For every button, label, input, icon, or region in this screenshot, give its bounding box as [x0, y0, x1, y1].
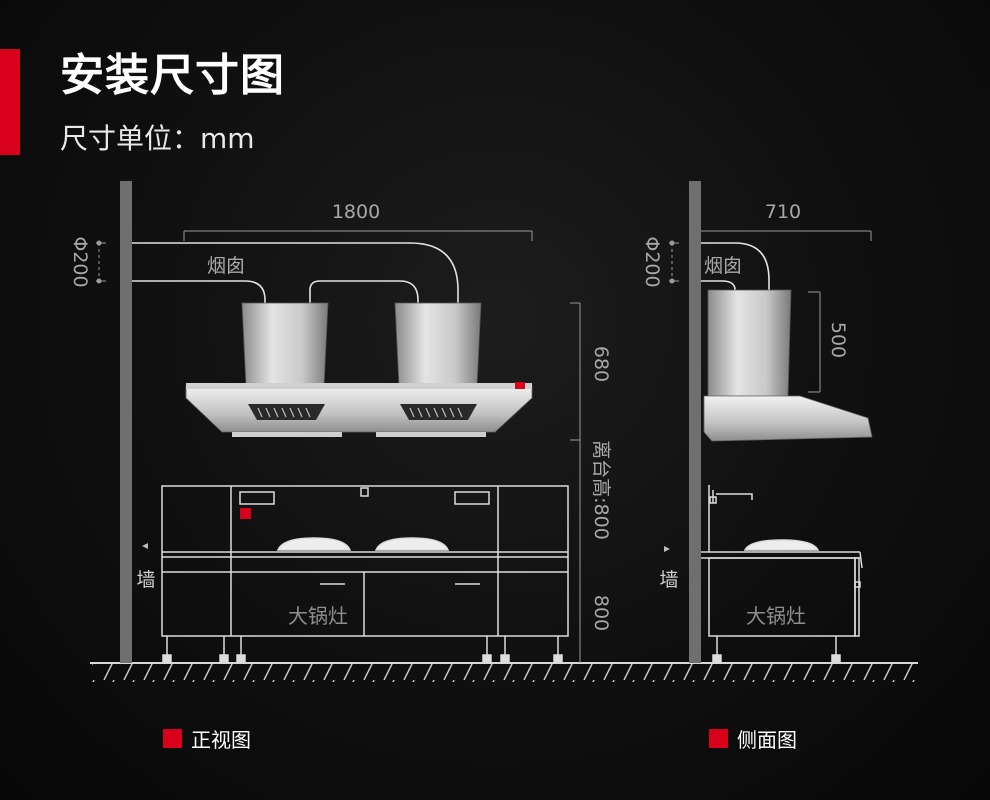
side-view-legend: 侧面图: [709, 724, 797, 753]
side-duct-label: 烟囱: [704, 255, 742, 277]
side-stove: [701, 485, 863, 663]
side-view: 710 Φ200 烟囱 500: [641, 181, 873, 663]
front-width-label: 1800: [332, 201, 380, 223]
accent-bar: [0, 49, 20, 155]
unit-subtitle: 尺寸单位：mm: [60, 122, 255, 155]
side-hood-height: 500: [827, 322, 849, 358]
front-wall: [120, 181, 132, 663]
front-duct-label: 烟囱: [207, 255, 245, 277]
front-view-caption: 正视图: [191, 728, 251, 752]
front-stove-height: 800: [590, 595, 612, 631]
side-wall-label: 墙: [659, 569, 678, 591]
side-stove-label: 大锅灶: [746, 604, 806, 628]
front-stove-label: 大锅灶: [288, 604, 348, 628]
front-clearance: 离台高:800: [590, 440, 612, 540]
floor: [90, 662, 918, 682]
front-stove: [161, 485, 569, 663]
side-chimney-duct: [701, 242, 770, 291]
front-hood-height: 680: [590, 346, 612, 382]
page-title: 安装尺寸图: [60, 50, 285, 101]
legend-swatch: [709, 729, 728, 748]
side-view-caption: 侧面图: [737, 728, 797, 752]
front-view: 1800 Φ200 烟囱: [69, 181, 612, 663]
front-chimney-duct: [132, 242, 459, 303]
side-depth-label: 710: [765, 201, 801, 223]
front-view-legend: 正视图: [163, 724, 251, 753]
side-range-hood: [703, 289, 873, 442]
front-wall-label: 墙: [136, 569, 155, 591]
legend-swatch: [163, 729, 182, 748]
front-duct-diameter: Φ200: [69, 236, 91, 287]
side-duct-diameter: Φ200: [641, 236, 663, 287]
side-wall: [689, 181, 701, 663]
front-width-dimension: [183, 230, 533, 241]
front-range-hood: [185, 302, 533, 437]
